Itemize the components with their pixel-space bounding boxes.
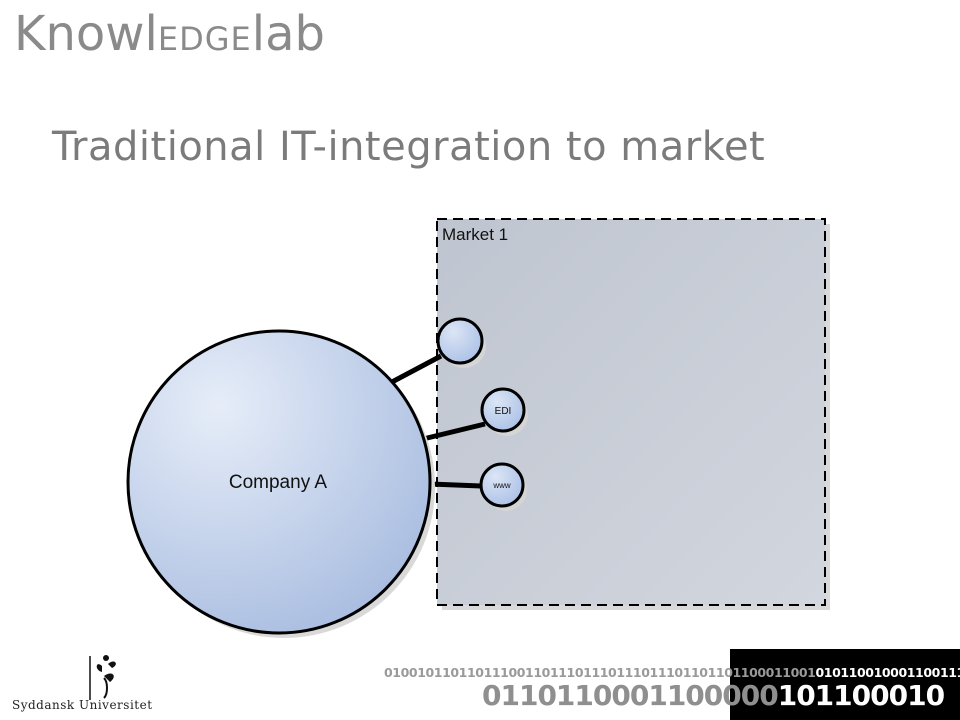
- connector-line: [429, 481, 482, 489]
- market-label: Market 1: [442, 225, 508, 244]
- www-node: [479, 462, 525, 508]
- logo-text-l: l: [144, 6, 158, 62]
- logo-text-lab: lab: [251, 6, 325, 62]
- binary-row-small: 0100101101101110011011101110111011101101…: [384, 665, 960, 680]
- edi-label: EDI: [495, 406, 512, 417]
- university-leaf-logo: [89, 655, 116, 700]
- edi-node: [480, 387, 526, 433]
- connector-line: [422, 421, 486, 442]
- binary-text: 01011001000110011101100101: [815, 665, 960, 680]
- binary-text: 0110110001100000: [482, 679, 779, 712]
- binary-dark-block: [730, 649, 960, 720]
- logo-text-edge: EDGE: [157, 20, 252, 58]
- binary-text: 0100101101101110011011101110111011101101…: [384, 665, 816, 680]
- www-label: www: [492, 481, 511, 490]
- university-name: Syddansk Universitet: [12, 698, 153, 712]
- interface-node: [436, 317, 484, 365]
- binary-banner: 0100101101101110011011101110111011101101…: [384, 649, 960, 720]
- logo-text-know: Know: [14, 6, 145, 62]
- connector-line: [390, 353, 443, 385]
- binary-row-large: 0110110001100000101100010: [482, 679, 945, 712]
- slide-title: Traditional IT-integration to market: [52, 124, 766, 170]
- knowledgelab-logo: KnowlEDGElab: [14, 6, 325, 66]
- company-label: Company A: [229, 472, 328, 493]
- binary-text: 101100010: [777, 679, 945, 712]
- company-circle: [126, 329, 432, 635]
